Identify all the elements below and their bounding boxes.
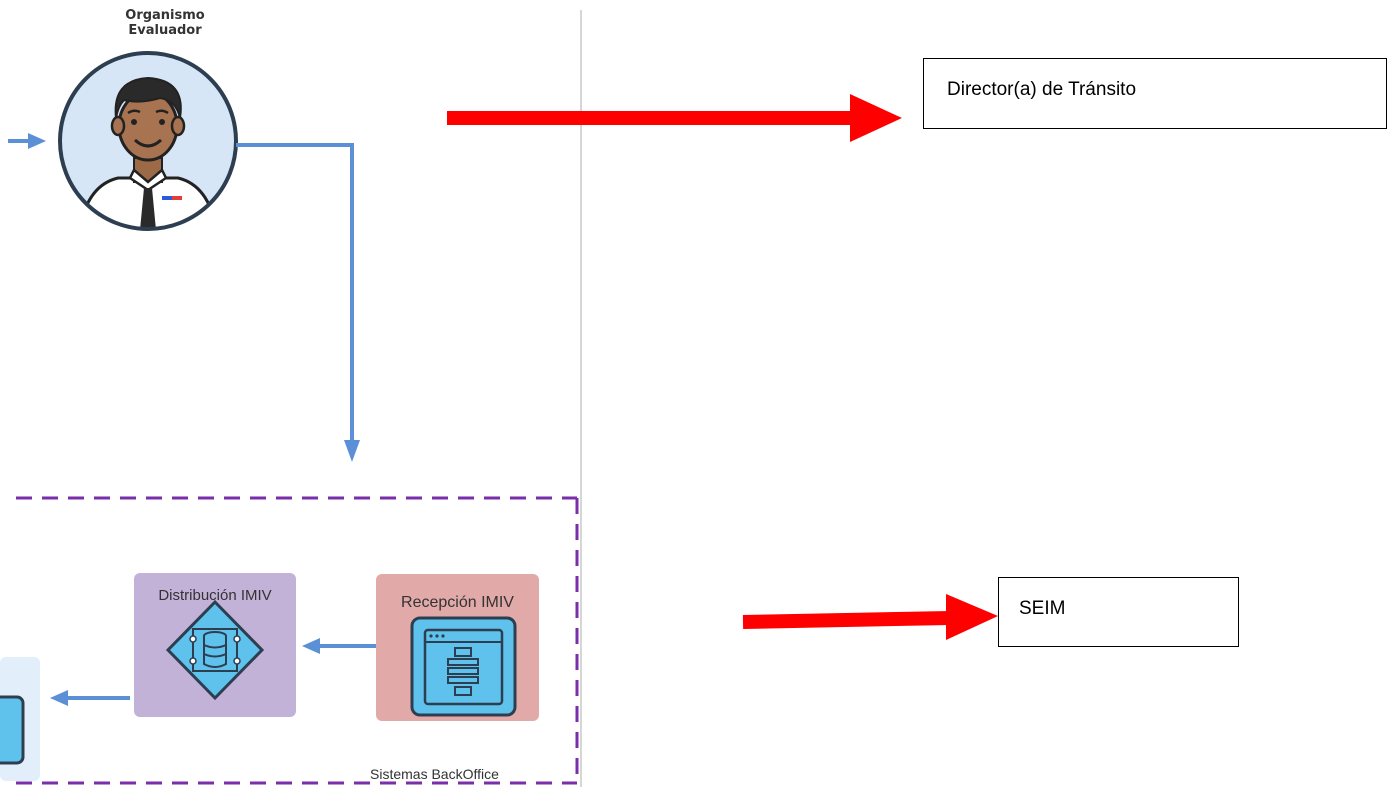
- actor-label-line2: Evaluador: [128, 23, 202, 38]
- director-transito-note: Director(a) de Tránsito: [923, 58, 1387, 129]
- backoffice-group-label: Sistemas BackOffice: [370, 766, 499, 782]
- seim-note: SEIM: [998, 577, 1239, 647]
- distribucion-imiv-label: Distribución IMIV: [158, 587, 272, 604]
- person-avatar-icon: [58, 51, 238, 231]
- actor-label-line1: Organismo: [125, 8, 205, 23]
- incoming-connector-arrow: [8, 133, 46, 149]
- annotation-arrow-director: [447, 94, 902, 142]
- actor-label: Organismo Evaluador: [60, 8, 270, 38]
- avatar-to-backoffice-connector: [236, 143, 360, 462]
- annotation-arrow-seim: [742, 594, 998, 640]
- partial-component-left: [0, 657, 40, 781]
- database-network-icon: [165, 599, 265, 701]
- web-form-icon: [410, 616, 517, 717]
- backoffice-group-border: [16, 496, 579, 785]
- distribucion-to-left-connector: [50, 690, 130, 706]
- recepcion-imiv-label: Recepción IMIV: [401, 594, 514, 611]
- recepcion-to-distribucion-connector: [302, 638, 376, 654]
